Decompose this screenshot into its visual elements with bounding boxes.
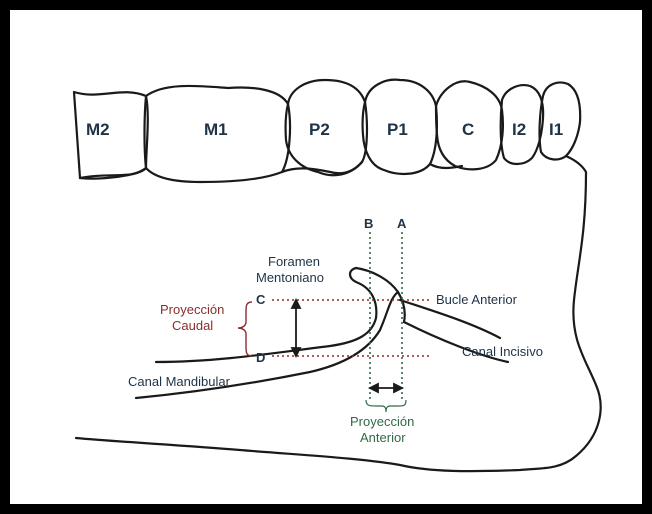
tooth-label-p1: P1 [387,120,408,139]
label-canal-mandibular: Canal Mandibular [128,374,231,389]
caudal-arrowhead-top [292,300,300,308]
tooth-label-p2: P2 [309,120,330,139]
label-foramen-1: Foramen [268,254,320,269]
label-foramen-2: Mentoniano [256,270,324,285]
tooth-label-i1: I1 [549,120,563,139]
caudal-arrowhead-bottom [292,348,300,356]
caudal-brace [238,302,252,356]
label-caudal-1: Proyección [160,302,224,317]
tooth-label-m2: M2 [86,120,110,139]
label-bucle-anterior: Bucle Anterior [436,292,518,307]
tooth-label-i2: I2 [512,120,526,139]
label-point-d: D [256,350,265,365]
label-canal-incisivo: Canal Incisivo [462,344,543,359]
label-anterior-1: Proyección [350,414,414,429]
label-point-c: C [256,292,266,307]
anterior-arrowhead-left [370,384,378,392]
tooth-label-c: C [462,120,474,139]
anterior-brace [366,400,406,412]
label-caudal-2: Caudal [172,318,213,333]
mandible-outline [76,156,601,471]
label-line-a: A [397,216,407,231]
foramen-loop [356,268,405,322]
label-line-b: B [364,216,373,231]
tooth-label-m1: M1 [204,120,228,139]
label-anterior-2: Anterior [360,430,406,445]
anterior-arrowhead-right [394,384,402,392]
